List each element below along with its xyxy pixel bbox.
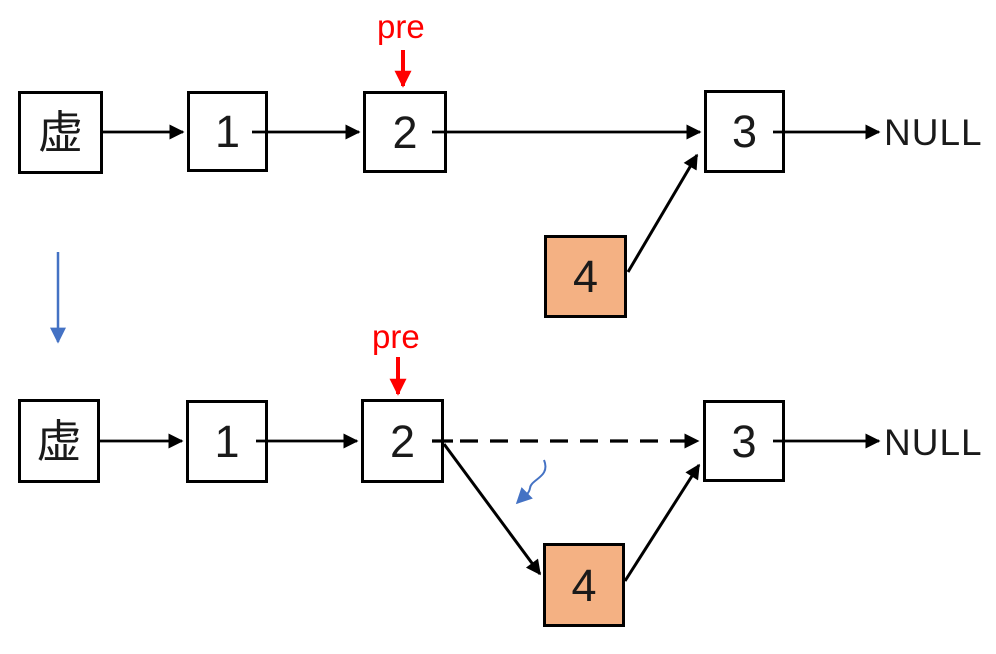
- step1-node-1: 1: [187, 91, 268, 172]
- step2-new-node-4-label: 4: [571, 559, 597, 611]
- step2-arrow-2-to-4: [442, 443, 542, 576]
- step2-node-dummy-label: 虚: [36, 415, 82, 467]
- step2-null-label: NULL: [884, 422, 983, 463]
- step1-node-1-label: 1: [214, 106, 241, 157]
- step2-node-2-label: 2: [389, 415, 416, 467]
- step2-node-1: 1: [186, 400, 268, 483]
- step2-node-1-label: 1: [214, 416, 240, 467]
- step1-null-label: NULL: [884, 112, 983, 153]
- step2-node-dummy: 虚: [18, 399, 100, 483]
- step2-node-3: 3: [703, 400, 785, 482]
- step1-pre-label: pre: [377, 8, 425, 45]
- step2-new-node-4: 4: [543, 543, 625, 627]
- step2-relink-hint-curved-arrow: [515, 459, 547, 505]
- step1-node-2: 2: [363, 91, 447, 173]
- step2-node-2: 2: [361, 399, 444, 483]
- step1-new-node-4: 4: [544, 235, 627, 318]
- step2-arrow-4-to-3: [623, 463, 701, 582]
- step1-node-dummy-label: 虚: [37, 107, 83, 158]
- step2-pre-label: pre: [372, 318, 420, 355]
- step1-node-dummy: 虚: [18, 91, 103, 174]
- step2-node-3-label: 3: [731, 415, 757, 467]
- step1-node-3: 3: [704, 90, 785, 173]
- step1-new-node-4-label: 4: [572, 251, 599, 302]
- step1-node-3-label: 3: [731, 106, 758, 157]
- step1-arrow-4-to-3: [626, 153, 699, 273]
- step1-node-2-label: 2: [392, 106, 418, 158]
